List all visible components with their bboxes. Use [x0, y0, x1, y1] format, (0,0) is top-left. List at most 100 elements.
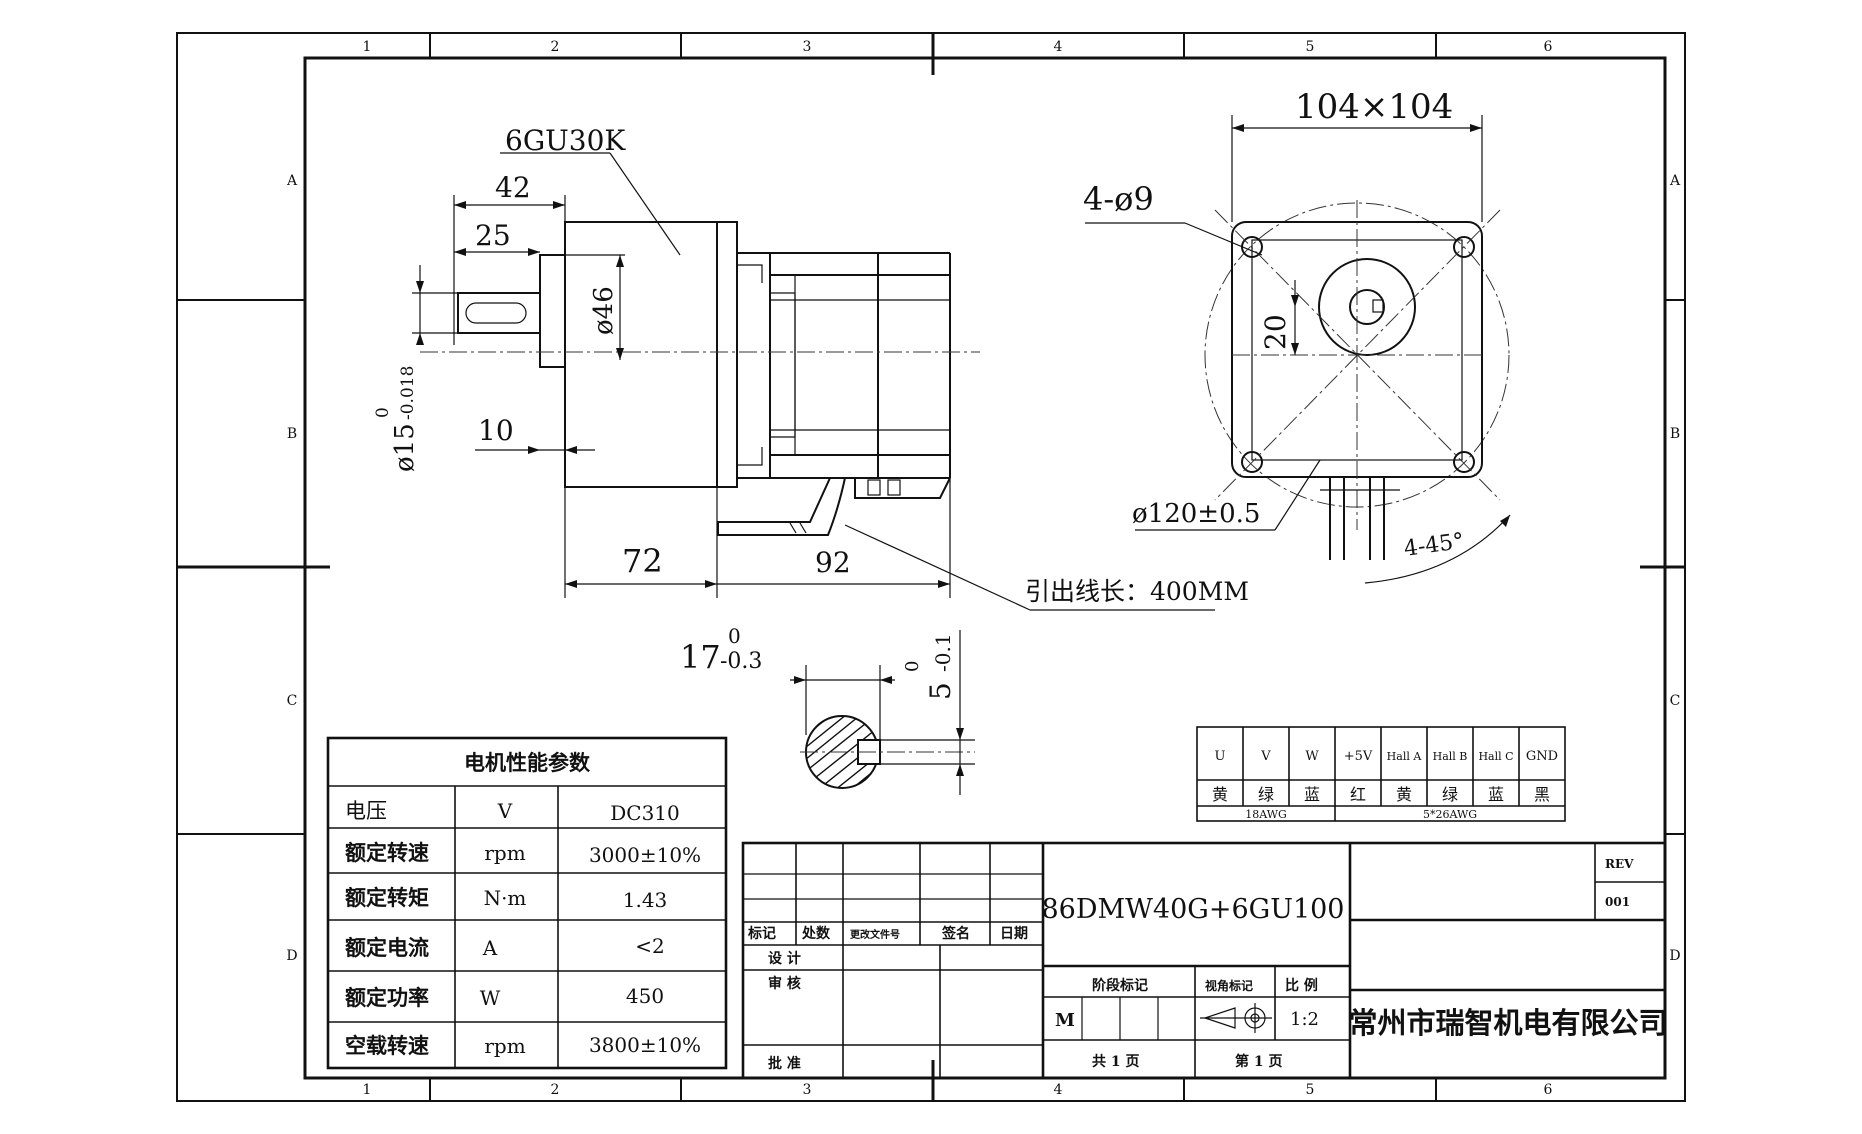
total-sheets: 共 1 页	[1092, 1053, 1140, 1070]
wire-color-hall-a: 黄	[1396, 785, 1412, 804]
projection-symbol-icon	[1200, 1003, 1272, 1033]
wiring-header-u: U	[1215, 749, 1226, 764]
wiring-header-hall-c: Hall C	[1478, 750, 1513, 763]
rev-header-sign: 签名	[941, 925, 970, 942]
wire-color-hall-b: 绿	[1442, 785, 1458, 804]
col-label-5: 5	[1306, 39, 1315, 55]
shaft-key	[465, 302, 527, 324]
perf-row-noload-speed-name: 空载转速	[345, 1033, 429, 1058]
gearbox-model-label: 6GU30K	[505, 124, 626, 157]
perf-row-rated-current-name: 额定电流	[345, 935, 429, 960]
wiring-header-5v: +5V	[1344, 749, 1373, 764]
perf-row-rated-current-value: <2	[635, 934, 664, 958]
wire-color-u: 黄	[1212, 785, 1228, 804]
perf-row-rated-power-unit: W	[480, 986, 501, 1010]
perf-row-rated-speed-name: 额定转速	[345, 840, 429, 865]
wire-color-hall-c: 蓝	[1488, 785, 1504, 804]
gearbox-body	[564, 221, 718, 488]
dim-mount-holes: 4-ø9	[1083, 180, 1154, 218]
dim-d46: ø46	[589, 286, 619, 335]
perf-row-rated-speed-unit: rpm	[484, 841, 525, 865]
row-label-c: C	[287, 693, 298, 709]
sheet-number: 第 1 页	[1235, 1053, 1283, 1070]
col-label-6-bottom: 6	[1544, 1082, 1553, 1098]
gearbox-flange	[716, 221, 738, 488]
title-block: 标记 处数 更改文件号 签名 日期 设 计 审 核 批 准 阶段标记 视角标记 …	[741, 841, 1668, 1080]
col-label-3: 3	[803, 39, 812, 55]
dim-square-104: 104×104	[1295, 87, 1453, 127]
perf-row-rated-power-name: 额定功率	[345, 985, 429, 1010]
dim-5-tol-upper: 0	[902, 661, 923, 672]
wire-gauge-signal: 5*26AWG	[1423, 808, 1477, 821]
wiring-header-hall-b: Hall B	[1433, 750, 1468, 763]
wiring-header-w: W	[1305, 749, 1319, 764]
perf-row-voltage-value: DC310	[610, 801, 680, 825]
rev-header-mark: 标记	[747, 925, 776, 942]
company-name: 常州市瑞智机电有限公司	[1348, 1006, 1667, 1040]
col-label-2: 2	[551, 39, 560, 55]
dim-20: 20	[1259, 314, 1292, 350]
col-label-3-bottom: 3	[803, 1082, 812, 1098]
wiring-table: U V W +5V Hall A Hall B Hall C GND 黄 绿 蓝…	[1196, 726, 1566, 822]
dim-shaft-tol-lower: -0.018	[398, 366, 418, 420]
wire-color-gnd: 黑	[1534, 785, 1550, 804]
shaft-hole	[1349, 289, 1385, 325]
output-shaft	[457, 292, 541, 334]
row-label-b: B	[287, 426, 297, 442]
rev-header-doc: 更改文件号	[850, 928, 900, 941]
wiring-header-v: V	[1260, 749, 1271, 764]
wire-color-v: 绿	[1258, 785, 1274, 804]
side-view: 6GU30K 42 25 ø46 ø15 0 -0.018 10 72 92 引…	[373, 124, 1249, 611]
dim-17-tol-lower: -0.3	[720, 649, 762, 674]
wiring-header-hall-a: Hall A	[1387, 750, 1423, 763]
col-label-1: 1	[363, 39, 372, 55]
dim-pitch-circle: ø120±0.5	[1132, 499, 1260, 529]
perf-row-rated-torque-value: 1.43	[623, 888, 668, 912]
perf-row-rated-torque-unit: N·m	[484, 886, 527, 910]
mount-hole-tr	[1453, 236, 1475, 258]
model-number: 86DMW40G+6GU100	[1042, 894, 1345, 925]
col-label-4: 4	[1054, 39, 1063, 55]
dim-25: 25	[475, 219, 511, 252]
perf-row-noload-speed-unit: rpm	[484, 1034, 525, 1058]
perf-row-voltage-unit: V	[497, 799, 513, 823]
dim-shaft-tol-upper: 0	[373, 407, 393, 418]
scale-label: 比 例	[1285, 977, 1318, 994]
dim-92: 92	[815, 546, 851, 579]
col-label-4-bottom: 4	[1054, 1082, 1063, 1098]
perf-row-noload-speed-value: 3800±10%	[589, 1033, 701, 1057]
lead-length-note: 引出线长：400MM	[1025, 577, 1249, 606]
rev-value: 001	[1605, 895, 1630, 909]
dim-5-tol-lower: -0.1	[931, 633, 955, 672]
dim-shaft-diameter: ø15	[390, 423, 420, 472]
rev-header-count: 处数	[801, 925, 831, 942]
stage-value: M	[1055, 1010, 1075, 1031]
performance-table: 电机性能参数 电压 额定转速 额定转矩 额定电流 额定功率 空载转速 V rpm…	[326, 736, 728, 1070]
motor-body	[736, 252, 951, 479]
designed-by-label: 设 计	[768, 950, 801, 967]
row-label-c-right: C	[1670, 693, 1681, 709]
col-label-1-bottom: 1	[363, 1082, 372, 1098]
rev-header-date: 日期	[1000, 926, 1028, 942]
col-label-2-bottom: 2	[551, 1082, 560, 1098]
row-label-a-right: A	[1669, 173, 1681, 189]
row-label-a: A	[286, 173, 298, 189]
row-label-b-right: B	[1670, 426, 1680, 442]
perf-row-rated-torque-name: 额定转矩	[345, 885, 429, 910]
col-label-6: 6	[1544, 39, 1553, 55]
approved-by-label: 批 准	[768, 1055, 801, 1072]
scale-value: 1:2	[1290, 1009, 1319, 1030]
view-mark-label: 视角标记	[1205, 978, 1253, 993]
perf-row-voltage-name: 电压	[345, 799, 387, 823]
dim-10: 10	[478, 414, 514, 447]
performance-table-title: 电机性能参数	[464, 750, 591, 775]
row-label-d: D	[286, 948, 297, 964]
perf-row-rated-current-unit: A	[482, 936, 498, 960]
reviewed-by-label: 审 核	[768, 975, 801, 992]
perf-row-rated-power-value: 450	[626, 984, 664, 1008]
boss-circle	[1318, 258, 1416, 356]
stage-mark-label: 阶段标记	[1092, 977, 1148, 994]
dim-72: 72	[622, 542, 663, 580]
key-section-view: 17 0 -0.3 5 0 -0.1	[680, 624, 975, 795]
